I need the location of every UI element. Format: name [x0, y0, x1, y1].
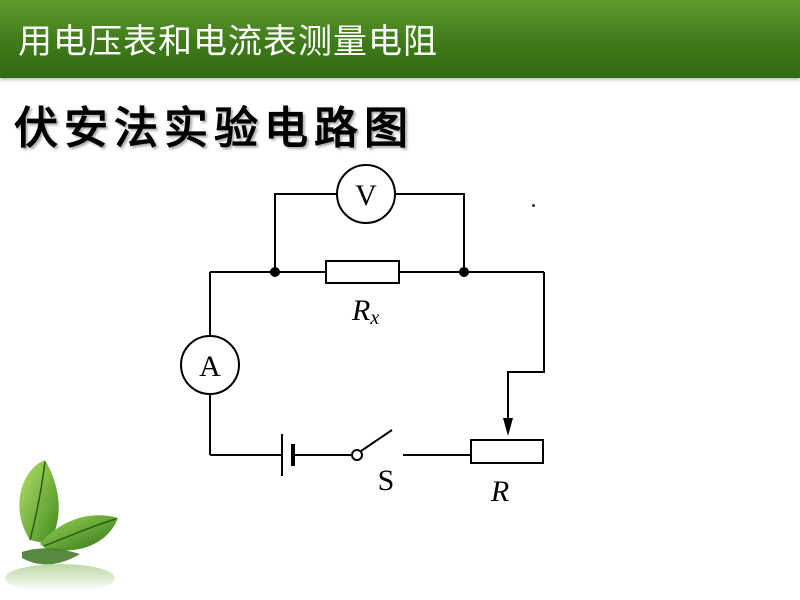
voltmeter-wire-right [396, 193, 465, 272]
resistor-rx [325, 260, 400, 284]
junction-left [270, 267, 280, 277]
rheostat-label: R [490, 475, 509, 508]
switch-contact [351, 449, 363, 461]
rheostat-body [470, 439, 544, 464]
switch-label: S [378, 464, 395, 497]
stray-dot [532, 204, 535, 207]
green-leaf-icon [5, 460, 118, 592]
slider-arrow [503, 418, 513, 436]
title-bar: 用电压表和电流表测量电阻 [0, 0, 800, 78]
resistor-label: Rx [351, 294, 379, 329]
voltmeter-circle [336, 164, 396, 224]
resistor-label-main: R [351, 294, 370, 327]
voltmeter-wire-left [274, 193, 336, 272]
ammeter-label: A [199, 350, 221, 383]
right-wire [507, 272, 545, 420]
junction-right [459, 267, 469, 277]
voltmeter-label: V [355, 179, 377, 212]
resistor-label-subscript: x [369, 307, 379, 329]
slide-title: 用电压表和电流表测量电阻 [18, 22, 438, 62]
slide-subtitle: 伏安法实验电路图 [14, 103, 414, 154]
switch-lever [360, 429, 393, 452]
